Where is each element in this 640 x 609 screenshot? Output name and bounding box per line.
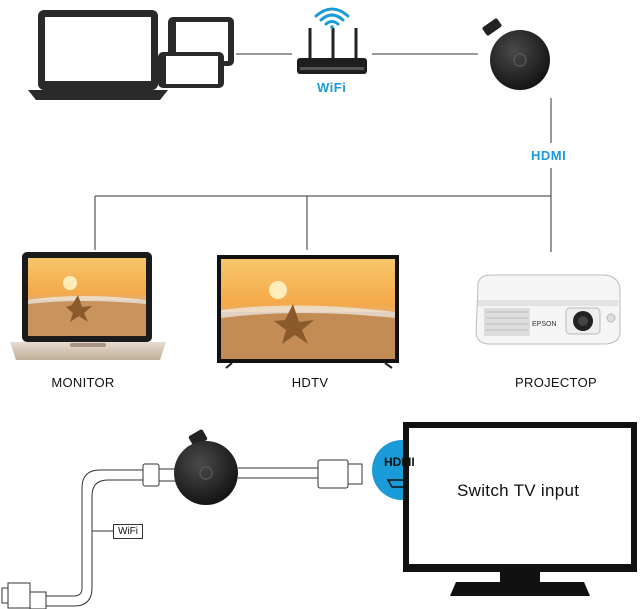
wifi-label: WiFi xyxy=(317,80,347,95)
wifi-icon xyxy=(314,7,350,29)
usb-cable xyxy=(44,469,143,607)
chromecast-icon xyxy=(482,18,550,90)
switch-tv-input-text: Switch TV input xyxy=(457,481,580,500)
hdmi-cable xyxy=(238,467,318,479)
projector-brand: EPSON xyxy=(532,321,557,328)
hdtv-image xyxy=(217,255,399,369)
usb-plug-icon xyxy=(1,582,47,609)
wifi-tag: WiFi xyxy=(113,524,143,539)
hdmi-connector xyxy=(317,459,363,489)
device-label-hdtv: HDTV xyxy=(291,375,329,390)
hdmi-label: HDMI xyxy=(531,148,567,163)
monitor-laptop-image xyxy=(10,252,166,360)
projector-image xyxy=(475,274,621,345)
phone-icon xyxy=(158,52,224,88)
tv-screen xyxy=(403,422,637,596)
router-icon xyxy=(297,28,367,74)
device-label-monitor: MONITOR xyxy=(51,375,115,390)
device-label-projector: PROJECTOP xyxy=(515,375,597,390)
laptop-icon xyxy=(28,10,168,100)
chromecast-device xyxy=(174,429,238,505)
hdmi-badge-label: HDMI xyxy=(384,455,415,469)
